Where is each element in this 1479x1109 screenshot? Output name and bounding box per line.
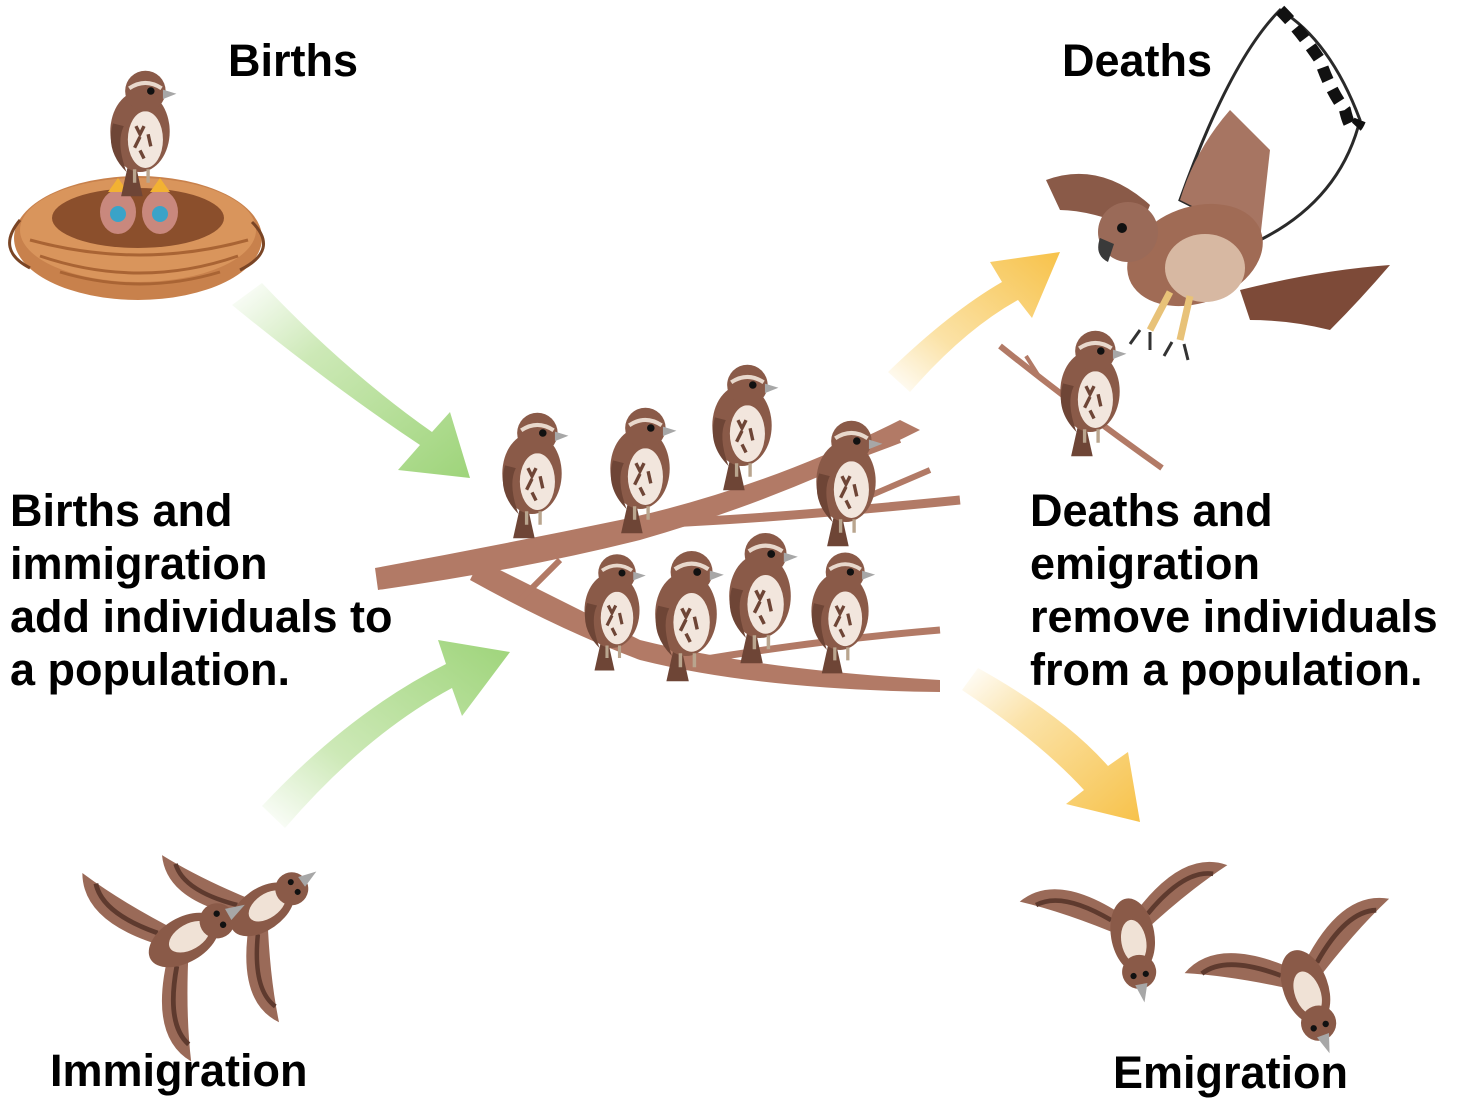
right-text-line: from a population.: [1030, 643, 1438, 696]
right-text-line: Deaths and: [1030, 484, 1438, 537]
births-arrow: [232, 283, 470, 478]
births-label: Births: [228, 38, 358, 83]
left-text-line: Births and: [10, 484, 393, 537]
right-explanation: Deaths and emigration remove individuals…: [1030, 484, 1438, 696]
immigrating-sparrows-icon: [76, 788, 375, 1065]
emigration-label: Emigration: [1113, 1050, 1348, 1095]
deaths-label: Deaths: [1062, 38, 1212, 83]
prey-sparrow-icon: [1000, 331, 1162, 468]
left-text-line: a population.: [10, 643, 393, 696]
left-explanation: Births and immigration add individuals t…: [10, 484, 393, 696]
left-text-line: add individuals to: [10, 590, 393, 643]
bird-on-nest-icon: [10, 71, 264, 300]
right-text-line: emigration: [1030, 537, 1438, 590]
sparrow-flock-on-branch-icon: [375, 365, 960, 692]
left-text-line: immigration: [10, 537, 393, 590]
right-text-line: remove individuals: [1030, 590, 1438, 643]
immigration-label: Immigration: [50, 1048, 308, 1093]
